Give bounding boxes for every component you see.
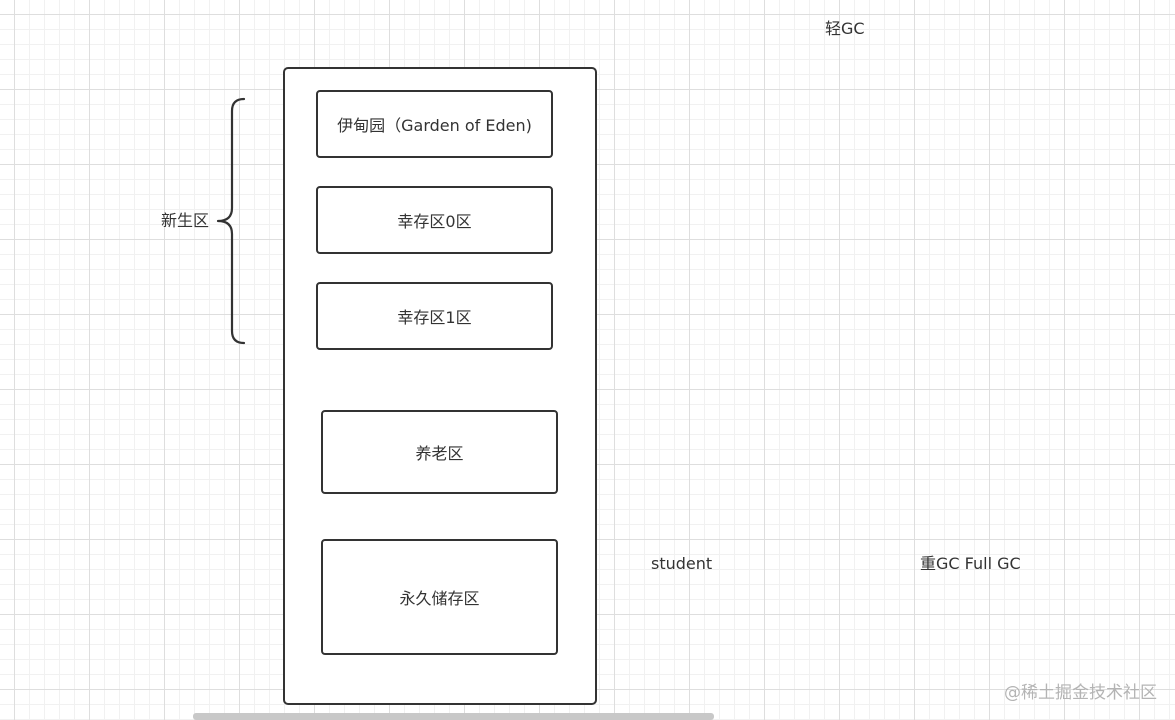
student-label: student bbox=[651, 554, 713, 573]
survivor1-box[interactable]: 幸存区1区 bbox=[316, 282, 553, 350]
minor-gc-label: 轻GC bbox=[825, 19, 865, 38]
survivor1-label: 幸存区1区 bbox=[397, 308, 472, 327]
permanent-generation-label: 永久储存区 bbox=[399, 589, 480, 608]
full-gc-label: 重GC Full GC bbox=[920, 554, 1021, 573]
survivor0-box[interactable]: 幸存区0区 bbox=[316, 186, 553, 254]
eden-box[interactable]: 伊甸园（Garden of Eden) bbox=[316, 90, 553, 158]
survivor0-label: 幸存区0区 bbox=[397, 212, 472, 231]
watermark: @稀土掘金技术社区 bbox=[1004, 683, 1157, 703]
permanent-generation-box[interactable]: 永久储存区 bbox=[321, 539, 558, 655]
old-generation-box[interactable]: 养老区 bbox=[321, 410, 558, 494]
horizontal-scrollbar[interactable] bbox=[193, 713, 714, 720]
old-generation-label: 养老区 bbox=[415, 444, 464, 463]
curly-brace bbox=[216, 97, 246, 345]
eden-label: 伊甸园（Garden of Eden) bbox=[337, 116, 532, 135]
young-generation-label: 新生区 bbox=[161, 211, 210, 230]
